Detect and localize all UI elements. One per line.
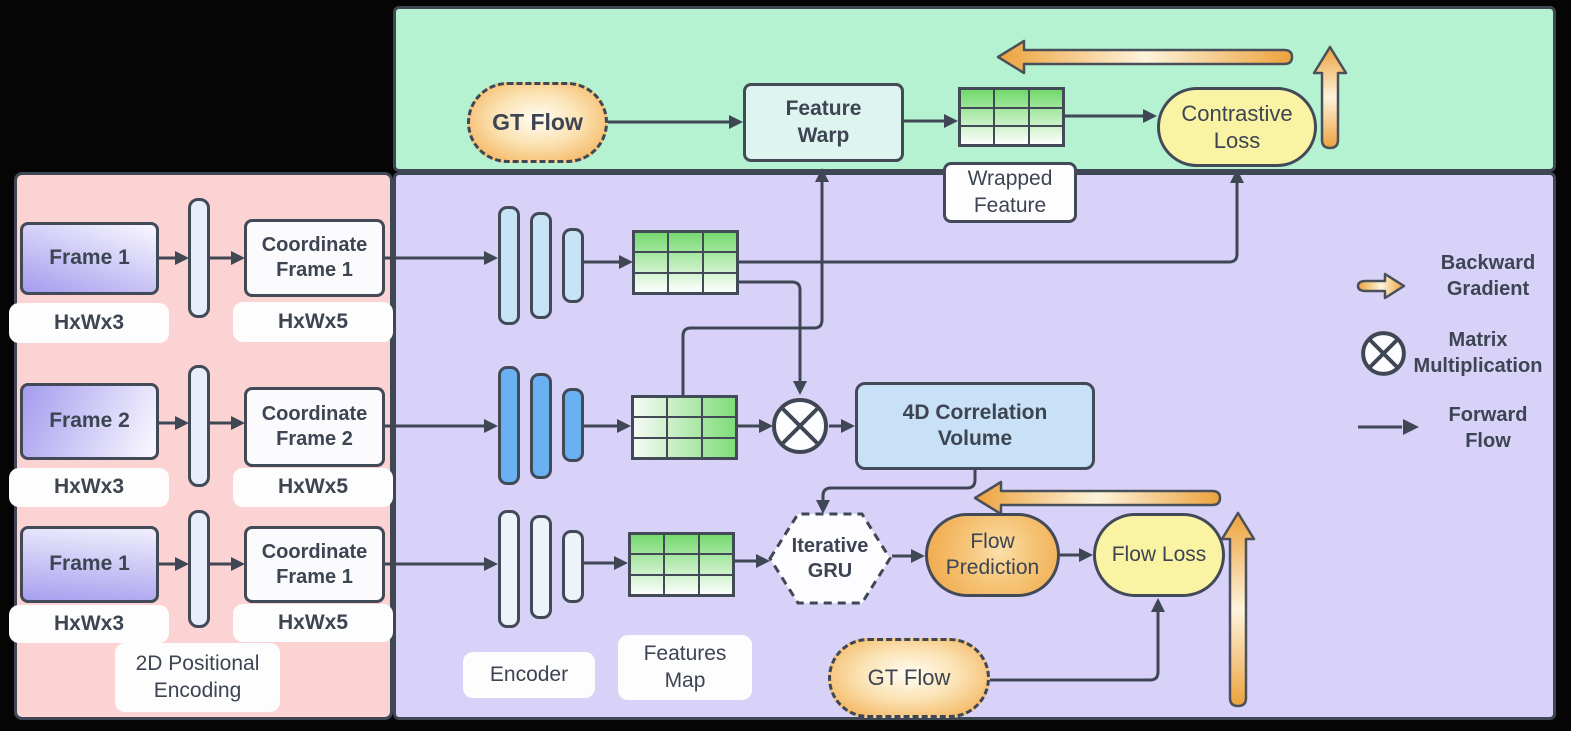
legend-backward-gradient: Backward Gradient [1440, 252, 1536, 300]
dim-label-hxwx5-2: HxWx5 [233, 468, 393, 507]
feature-grid-frame1b [628, 532, 735, 597]
features-map-label: Features Map [618, 635, 752, 700]
iterative-gru-hexagon: Iterative GRU [768, 512, 892, 605]
encoder-bar [562, 530, 584, 603]
frame-2-box: Frame 2 [20, 383, 159, 460]
grid-cell [668, 232, 703, 253]
dim-label-hxwx3-3: HxWx3 [9, 605, 169, 643]
hexagon-shape [768, 512, 892, 605]
grid-cell [633, 437, 668, 458]
grid-cell [960, 89, 995, 108]
matrix-multiply-icon [1361, 331, 1406, 376]
grid-cell [698, 574, 733, 595]
warped-feature-grid [958, 87, 1065, 147]
grid-cell [634, 232, 669, 253]
coordinate-frame-2-box: Coordinate Frame 2 [244, 387, 385, 467]
coordinate-frame-1b-box: Coordinate Frame 1 [244, 526, 385, 603]
gt-flow-top: GT Flow [467, 82, 608, 163]
grid-cell [668, 272, 703, 293]
coordinate-frame-1-box: Coordinate Frame 1 [244, 219, 385, 297]
grid-cell [634, 272, 669, 293]
feature-warp-box: Feature Warp [743, 83, 904, 162]
encoder-bar [562, 388, 584, 462]
grid-cell [701, 417, 736, 438]
grid-cell [702, 232, 737, 253]
backward-arrow-top-vertical [1312, 45, 1348, 150]
forward-flow-wires [159, 114, 1402, 682]
positional-encoding-bar-3 [188, 510, 210, 628]
encoder-bar [530, 212, 552, 319]
backward-gradient-arrows [973, 39, 1406, 708]
grid-cell [701, 397, 736, 418]
grid-cell [630, 574, 665, 595]
encoder-bar [498, 366, 520, 485]
backward-arrow-top-horizontal [996, 39, 1294, 75]
grid-cell [633, 417, 668, 438]
grid-cell [702, 252, 737, 273]
grid-cell [667, 437, 702, 458]
positional-encoding-label: 2D Positional Encoding [115, 643, 280, 712]
dim-label-hxwx3-2: HxWx3 [9, 468, 169, 507]
grid-cell [698, 534, 733, 555]
grid-cell [960, 107, 995, 127]
grid-cell [994, 89, 1029, 108]
matrix-multiply-icon [772, 398, 828, 454]
legend-matrix-multiply-op [1360, 330, 1407, 377]
flow-loss: Flow Loss [1093, 513, 1225, 597]
frame-1-box: Frame 1 [20, 222, 159, 295]
dim-label-hxwx5-1: HxWx5 [233, 302, 393, 342]
encoder-bar [498, 206, 520, 325]
encoder-bar [562, 228, 584, 303]
grid-cell [698, 554, 733, 575]
grid-cell [994, 126, 1029, 145]
gt-flow-bottom: GT Flow [828, 638, 990, 718]
feature-grid-frame2 [631, 395, 738, 460]
grid-cell [633, 397, 668, 418]
grid-cell [668, 252, 703, 273]
grid-cell [994, 107, 1029, 127]
grid-cell [664, 574, 699, 595]
grid-cell [630, 554, 665, 575]
grid-cell [960, 126, 995, 145]
matrix-multiply-op [770, 396, 830, 456]
encoder-label: Encoder [463, 652, 595, 698]
positional-encoding-bar-1 [188, 198, 210, 318]
encoder-bar [530, 515, 552, 619]
dim-label-hxwx5-3: HxWx5 [233, 604, 393, 642]
grid-cell [630, 534, 665, 555]
dim-label-hxwx3-1: HxWx3 [9, 303, 169, 343]
contrastive-loss: Contrastive Loss [1157, 87, 1317, 167]
correlation-volume-box: 4D Correlation Volume [855, 382, 1095, 470]
legend-forward-flow: Forward Flow [1448, 404, 1528, 452]
encoder-bar [498, 510, 520, 628]
grid-cell [702, 272, 737, 293]
grid-cell [1028, 107, 1063, 127]
flow-prediction: Flow Prediction [925, 513, 1060, 597]
grid-cell [634, 252, 669, 273]
frame-1b-box: Frame 1 [20, 526, 159, 603]
feature-grid-frame1 [632, 230, 739, 295]
grid-cell [667, 417, 702, 438]
grid-cell [1028, 126, 1063, 145]
wrapped-feature-label: Wrapped Feature [943, 162, 1077, 223]
backward-arrow-bottom-horizontal [973, 480, 1222, 516]
legend-backward-arrow [1356, 272, 1406, 300]
grid-cell [1028, 89, 1063, 108]
positional-encoding-bar-2 [188, 365, 210, 487]
grid-cell [664, 554, 699, 575]
arrowheads [175, 109, 1419, 612]
iterative-gru-label: Iterative GRU [791, 534, 869, 582]
grid-cell [667, 397, 702, 418]
encoder-bar [530, 373, 552, 479]
grid-cell [701, 437, 736, 458]
grid-cell [664, 534, 699, 555]
legend-matrix-multiplication: Matrix Multiplication [1413, 329, 1543, 377]
backward-arrow-bottom-vertical [1220, 511, 1256, 708]
